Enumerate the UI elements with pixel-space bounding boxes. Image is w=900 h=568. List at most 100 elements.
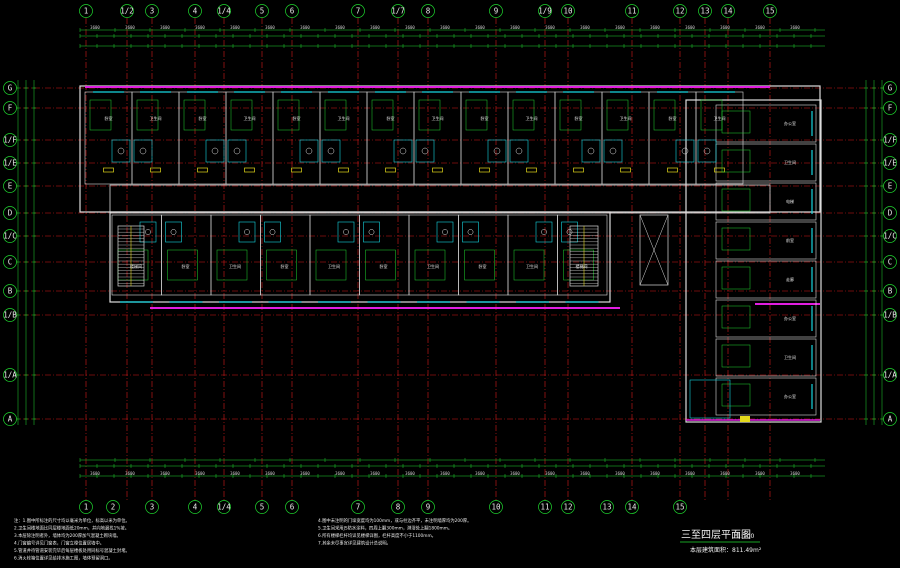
dim-value: 3600 <box>195 25 205 30</box>
furniture-bed <box>464 249 495 281</box>
furniture-bed <box>136 99 159 131</box>
left-axis-bubble-label: 1/F <box>3 136 17 145</box>
bathroom-fixture <box>675 139 695 163</box>
right-axis-bubble-label: 1/E <box>883 159 897 168</box>
door-mark <box>714 167 725 173</box>
dim-value: 3600 <box>790 25 800 30</box>
toilet-icon <box>327 147 335 155</box>
wing-room-label: 办公室 <box>784 315 796 321</box>
left-axis-bubble-label: B <box>8 287 13 296</box>
furniture-bed <box>606 99 629 131</box>
bathroom-fixture <box>393 139 413 163</box>
bottom-axis-bubble <box>538 500 552 514</box>
door-mark <box>291 167 302 173</box>
dim-value: 3600 <box>125 471 135 476</box>
top-axis-bubble-label: 11 <box>627 7 636 16</box>
dim-value: 3600 <box>265 25 275 30</box>
dim-value: 3600 <box>230 471 240 476</box>
bottom-axis-bubble <box>673 500 687 514</box>
dim-value: 3600 <box>125 25 135 30</box>
lower-room-label: 卧室 <box>380 263 388 269</box>
bottom-axis-bubble <box>391 500 405 514</box>
toilet-icon <box>244 229 250 235</box>
bathroom-fixture <box>697 139 717 163</box>
bottom-axis-bubble <box>79 500 93 514</box>
toilet-icon <box>343 229 349 235</box>
top-axis-bubble-label: 1/4 <box>217 7 231 16</box>
top-axis-bubble <box>489 4 503 18</box>
bathroom-fixture <box>321 139 341 163</box>
right-axis-bubble <box>883 133 897 147</box>
wing-room-label: 卫生间 <box>784 354 796 360</box>
bathroom-fixture <box>205 139 225 163</box>
bottom-axis-bubble-label: 11 <box>540 503 549 512</box>
wing-room-4 <box>715 221 817 260</box>
dim-value: 3600 <box>195 471 205 476</box>
wing-furniture <box>721 344 751 368</box>
wing-room-1 <box>715 104 817 143</box>
toilet-icon <box>170 229 177 235</box>
left-axis-bubble <box>3 308 17 322</box>
left-axis-bubble <box>3 101 17 115</box>
bottom-axis-bubble <box>255 500 269 514</box>
top-axis-bubble <box>561 4 575 18</box>
top-axis-bubble <box>79 4 93 18</box>
wing-furniture <box>721 227 751 251</box>
toilet-icon <box>515 147 523 155</box>
dim-value: 3600 <box>720 471 730 476</box>
toilet-icon <box>211 147 219 155</box>
dim-value: 3600 <box>790 471 800 476</box>
right-axis-bubble <box>883 206 897 220</box>
dim-value: 3600 <box>545 471 555 476</box>
bottom-axis-bubble-label: 3 <box>150 503 155 512</box>
stair-right <box>569 225 599 287</box>
top-axis-bubble <box>145 4 159 18</box>
right-axis-bubble <box>883 156 897 170</box>
wing-room-label: 办公室 <box>784 393 796 399</box>
bathroom-fixture <box>462 221 479 243</box>
upper-room-label: 卧室 <box>669 115 677 121</box>
left-axis-bubble-label: A <box>8 415 13 424</box>
bottom-axis-bubble-label: 4 <box>193 503 198 512</box>
furniture-bed <box>216 249 248 281</box>
right-axis-bubble <box>883 368 897 382</box>
bottom-axis-bubble-label: 5 <box>260 503 265 512</box>
right-axis-bubble-label: D <box>888 209 893 218</box>
door-mark <box>479 167 490 173</box>
right-axis-bubble-label: F <box>888 104 893 113</box>
left-axis-bubble-label: D <box>8 209 13 218</box>
upper-room-label: 卧室 <box>105 115 113 121</box>
bottom-axis-bubble <box>188 500 202 514</box>
bathroom-fixture <box>337 221 355 243</box>
bottom-axis-bubble <box>351 500 365 514</box>
top-axis-bubble <box>217 4 231 18</box>
left-axis-bubble <box>3 412 17 426</box>
bathroom-fixture <box>415 139 435 163</box>
wing-outline <box>685 99 822 423</box>
right-axis-bubble-label: 1/A <box>883 371 897 380</box>
top-axis-bubble <box>721 4 735 18</box>
top-axis-bubble-label: 1 <box>84 7 89 16</box>
left-axis-bubble <box>3 206 17 220</box>
entry-mark <box>740 416 750 422</box>
bathroom-fixture <box>436 221 454 243</box>
dim-value: 3600 <box>580 471 590 476</box>
room-details <box>89 91 813 422</box>
left-axis-bubble-label: 1/C <box>3 232 17 241</box>
furniture-bed <box>183 99 206 131</box>
lower-room-label: 楼梯间 <box>130 263 142 269</box>
note-line-right: 7.其余未尽事宜详见建筑设计总说明。 <box>318 540 391 547</box>
title-block: 三至四层平面图 1:100 本层建筑面积：811.49m² <box>680 529 762 554</box>
dim-value: 3600 <box>545 25 555 30</box>
top-axis-bubble-label: 8 <box>426 7 431 16</box>
note-line-right: 5.卫生间采用JS防水涂料，四周上翻300mm，淋浴处上翻1800mm。 <box>318 525 452 532</box>
left-axis-bubble-label: 1/A <box>3 371 17 380</box>
dim-value: 3600 <box>90 471 100 476</box>
right-axis-bubble <box>883 229 897 243</box>
left-axis-bubble <box>3 179 17 193</box>
upper-room-label: 卫生间 <box>620 115 632 121</box>
upper-room-label: 卫生间 <box>714 115 726 121</box>
right-axis-bubble <box>883 308 897 322</box>
